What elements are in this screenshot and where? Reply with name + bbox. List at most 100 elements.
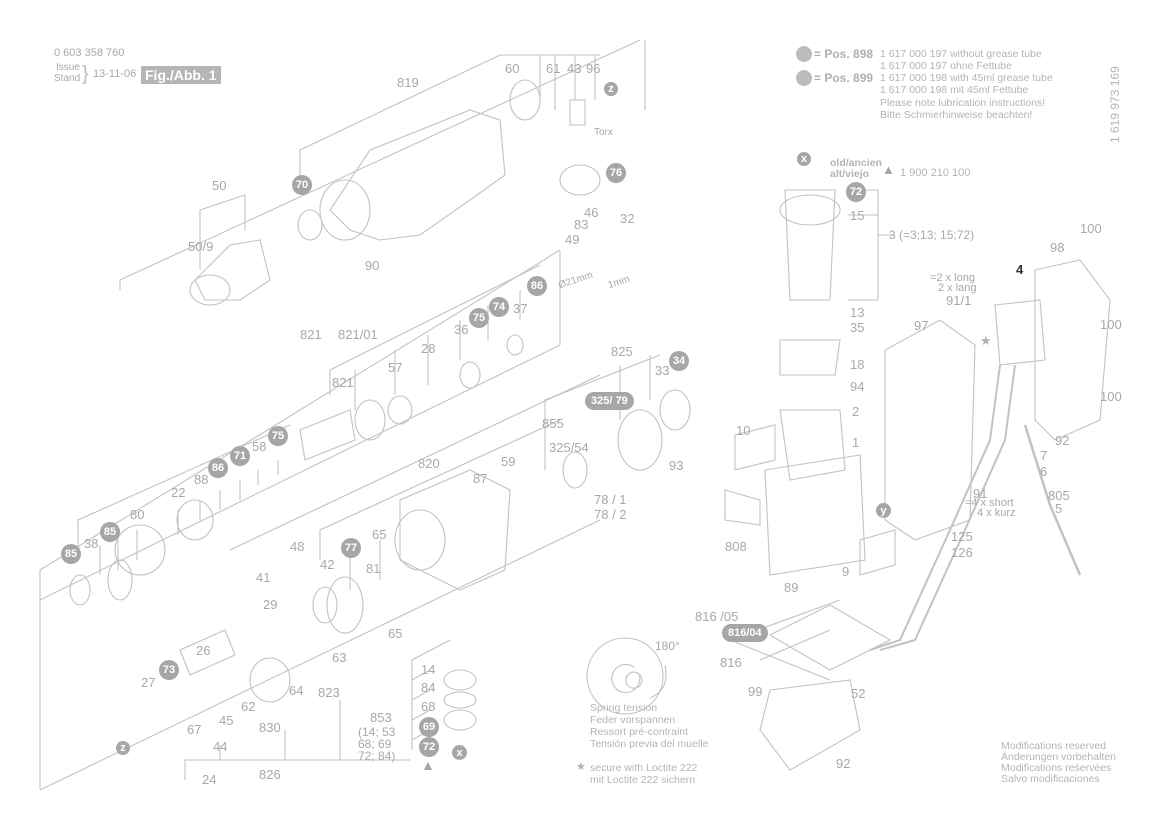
part-label: 6 [1040, 464, 1048, 479]
screw-note-long: =2 x long [930, 272, 975, 284]
part-badge: 70 [292, 175, 312, 195]
pos-898-line-2: 1 617 000 197 ohne Fettube [880, 60, 1012, 72]
group-853-note-line: 72; 84) [358, 749, 396, 763]
spring-note-en: Spring tension [590, 702, 658, 714]
pos-899-label: = Pos. 899 [814, 71, 874, 85]
stand-label: Stand [54, 73, 81, 84]
part-badge: y [876, 503, 891, 518]
figure-label: Fig./Abb. 1 [141, 66, 221, 84]
part-label: 2 [852, 404, 860, 419]
part-label: 10 [736, 423, 751, 438]
part-label: 38 [84, 536, 99, 551]
part-badge: z [116, 741, 130, 755]
screw-note-short: =4 x short [965, 497, 1014, 509]
part-label: 89 [784, 580, 799, 595]
part-label: 98 [1050, 240, 1065, 255]
part-label: 87 [473, 471, 488, 486]
part-pill-badge: 816/04 [722, 624, 768, 642]
part-badge: 75 [268, 426, 288, 446]
part-badge: 76 [606, 163, 626, 183]
part-label: 63 [332, 650, 347, 665]
part-label: 808 [725, 539, 747, 554]
part-label: 61 [546, 61, 561, 76]
part-label: 821 [300, 327, 322, 342]
part-label: 49 [565, 232, 580, 247]
grease-dot-icon [796, 46, 812, 62]
part-label: 52 [851, 686, 866, 701]
part-label: 46 [584, 205, 599, 220]
part-label: 42 [320, 557, 335, 572]
part-label: 88 [194, 472, 209, 487]
part-label: 67 [187, 722, 202, 737]
part-badge: 72 [846, 182, 866, 202]
part-label: 100 [1080, 221, 1102, 236]
spring-angle: 180° [655, 639, 680, 653]
pos-899-line-1: 1 617 000 198 with 45ml grease tube [880, 72, 1053, 84]
part-label: 62 [241, 699, 256, 714]
group-outline-lines [39, 39, 646, 791]
part-label: 68 [421, 699, 436, 714]
part-label: 9 [842, 564, 850, 579]
part-badge: x [452, 745, 467, 760]
document-number: 0 603 358 760 [54, 47, 125, 59]
modifications-de: Änderungen vorbehalten [1001, 751, 1117, 763]
modifications-es: Salvo modificaciones [1001, 773, 1100, 785]
part-label: 65 [388, 626, 403, 641]
bracket-glyph: } [82, 63, 89, 85]
part-label: 41 [256, 570, 271, 585]
part-badge: x [797, 152, 811, 166]
part-label: 14 [421, 662, 436, 677]
part-label: 97 [914, 318, 929, 333]
part-label: 821/01 [338, 327, 378, 342]
part-shapes [69, 79, 1111, 771]
part-badge: 34 [669, 351, 689, 371]
part-label: 80 [130, 507, 145, 522]
part-label: 92 [836, 756, 851, 771]
group-853-note-line: 68; 69 [358, 737, 392, 751]
part-label: 35 [850, 320, 865, 335]
part-badge: 71 [230, 446, 250, 466]
spring-note-de: Feder vorspannen [590, 714, 676, 726]
loctite-note-de: mit Loctite 222 sichern [590, 774, 696, 786]
part-label: 33 [655, 363, 670, 378]
part-label: 819 [397, 75, 419, 90]
group-853-note-line: (14; 53 [358, 725, 396, 739]
part-label: 99 [748, 684, 763, 699]
part-label: 821 [332, 375, 354, 390]
part-label: 100 [1100, 389, 1122, 404]
part-badge: 69 [419, 717, 439, 737]
part-label: 58 [252, 439, 267, 454]
part-badge: 85 [61, 544, 81, 564]
part-label: 826 [259, 767, 281, 782]
torx-label: Torx [594, 127, 613, 138]
lubrication-note-de: Bitte Schmierhinweise beachten! [880, 109, 1033, 121]
loctite-note-en: secure with Loctite 222 [590, 762, 698, 774]
part-label: 43 [567, 61, 582, 76]
part-label: 100 [1100, 317, 1122, 332]
part-label: 78 / 1 [594, 492, 627, 507]
old-part-number: 1 900 210 100 [900, 167, 971, 179]
part-label: 805 [1048, 488, 1070, 503]
loctite-star-icon: ★ [980, 333, 992, 348]
modifications-en: Modifications reserved [1001, 740, 1107, 752]
part-label: 37 [513, 301, 528, 316]
pos-898-label: = Pos. 898 [814, 47, 874, 61]
part-label: 325/54 [549, 440, 589, 455]
part-label: 855 [542, 416, 564, 431]
leader-lines [77, 54, 895, 780]
lubrication-note-en: Please note lubrication instructions! [880, 97, 1046, 109]
part-label: 84 [421, 680, 436, 695]
part-badge: 74 [489, 297, 509, 317]
part-label: 93 [669, 458, 684, 473]
part-label: 29 [263, 597, 278, 612]
armature-assembly-label: 3 (=3;13; 15;72) [889, 228, 975, 242]
part-badge: 73 [159, 660, 179, 680]
part-badge: 86 [208, 458, 228, 478]
part-label: 22 [171, 485, 186, 500]
part-label: 44 [213, 739, 228, 754]
triangle-icon: ▲ [882, 162, 895, 177]
old-label-2: alt/viejo [830, 168, 870, 180]
part-label: 91 [973, 486, 988, 501]
pos-899-line-2: 1 617 000 198 mit 45ml Fettube [880, 84, 1029, 96]
